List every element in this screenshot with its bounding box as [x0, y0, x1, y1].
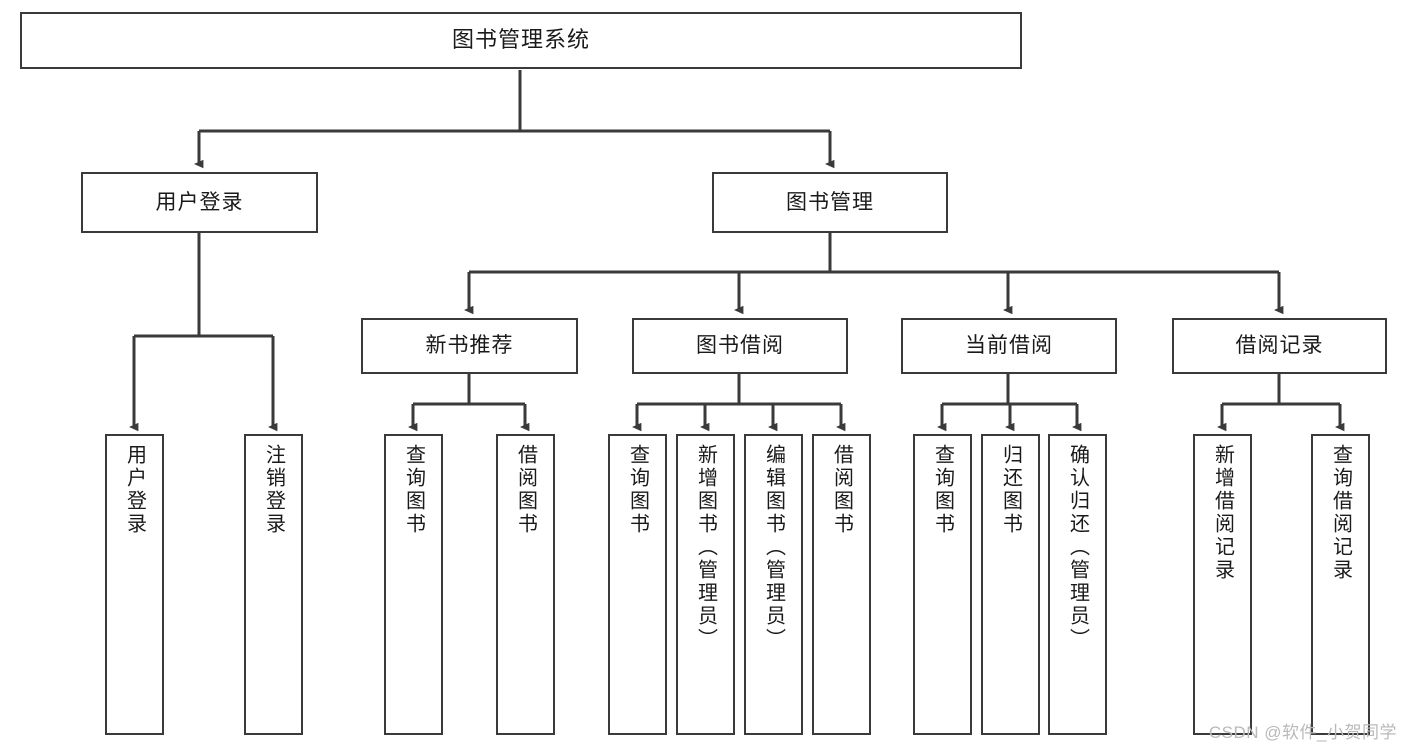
node-label: 归还图书 — [999, 444, 1022, 536]
node-label: 查询图书 — [931, 444, 954, 536]
node-leaf-confirm-return[interactable]: 确认归还（管理员） — [1048, 434, 1107, 735]
node-label: 图书管理系统 — [451, 27, 590, 53]
node-leaf-borrow-book-recommend[interactable]: 借阅图书 — [496, 434, 555, 735]
node-label: 当前借阅 — [965, 334, 1053, 358]
node-leaf-user-login[interactable]: 用户登录 — [105, 434, 164, 735]
node-borrow-record[interactable]: 借阅记录 — [1172, 318, 1387, 374]
node-new-book-recommend[interactable]: 新书推荐 — [361, 318, 578, 374]
node-leaf-query-book-recommend[interactable]: 查询图书 — [384, 434, 443, 735]
node-root-book-management-system[interactable]: 图书管理系统 — [20, 12, 1022, 69]
node-label: 图书管理 — [786, 190, 874, 214]
node-label: 查询借阅记录 — [1329, 444, 1352, 582]
node-current-borrow[interactable]: 当前借阅 — [901, 318, 1117, 374]
node-leaf-query-book-current[interactable]: 查询图书 — [913, 434, 972, 735]
node-label: 查询图书 — [626, 444, 649, 536]
node-label: 借阅记录 — [1235, 334, 1324, 358]
node-leaf-add-borrow-record[interactable]: 新增借阅记录 — [1193, 434, 1252, 735]
node-leaf-edit-book[interactable]: 编辑图书（管理员） — [744, 434, 803, 735]
node-label: 借阅图书 — [514, 444, 537, 536]
node-label: 用户登录 — [155, 190, 244, 214]
node-label: 借阅图书 — [830, 444, 853, 536]
node-book-management[interactable]: 图书管理 — [712, 172, 948, 233]
node-user-login[interactable]: 用户登录 — [81, 172, 318, 233]
node-leaf-query-borrow-record[interactable]: 查询借阅记录 — [1311, 434, 1370, 735]
node-leaf-add-book[interactable]: 新增图书（管理员） — [676, 434, 735, 735]
watermark-text: CSDN @软件_小贺同学 — [1208, 723, 1397, 742]
node-leaf-query-book-borrow[interactable]: 查询图书 — [608, 434, 667, 735]
node-leaf-logout-login[interactable]: 注销登录 — [244, 434, 303, 735]
node-leaf-borrow-book[interactable]: 借阅图书 — [812, 434, 871, 735]
node-label: 图书借阅 — [696, 334, 784, 358]
node-leaf-return-book[interactable]: 归还图书 — [981, 434, 1040, 735]
node-label: 新书推荐 — [425, 334, 514, 358]
node-label: 注销登录 — [262, 444, 285, 536]
node-label: 用户登录 — [123, 444, 146, 536]
node-label: 编辑图书（管理员） — [762, 444, 785, 651]
node-label: 查询图书 — [402, 444, 425, 536]
node-label: 新增借阅记录 — [1211, 444, 1234, 582]
node-label: 确认归还（管理员） — [1066, 444, 1089, 651]
node-book-borrow[interactable]: 图书借阅 — [632, 318, 848, 374]
node-label: 新增图书（管理员） — [694, 444, 717, 651]
